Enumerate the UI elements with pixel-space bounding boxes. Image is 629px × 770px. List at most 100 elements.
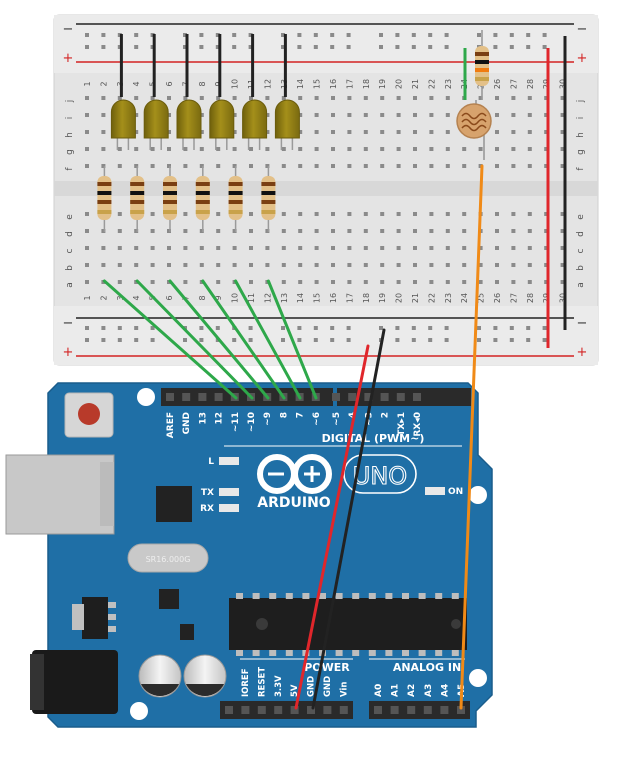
power-header-hole[interactable] <box>339 706 348 714</box>
breadboard-hole[interactable] <box>232 164 237 168</box>
analog-header-hole[interactable] <box>423 706 432 714</box>
breadboard-hole[interactable] <box>527 212 532 216</box>
breadboard-hole[interactable] <box>183 147 188 151</box>
breadboard-hole[interactable] <box>380 113 385 117</box>
breadboard-hole[interactable] <box>183 164 188 168</box>
rail-hole[interactable] <box>215 326 220 330</box>
rail-hole[interactable] <box>232 33 237 37</box>
breadboard-hole[interactable] <box>216 164 221 168</box>
breadboard-hole[interactable] <box>527 229 532 233</box>
breadboard-hole[interactable] <box>511 246 516 250</box>
rail-hole[interactable] <box>85 326 89 330</box>
breadboard-hole[interactable] <box>396 229 401 233</box>
breadboard-hole[interactable] <box>445 113 450 117</box>
breadboard-hole[interactable] <box>380 96 385 100</box>
breadboard-hole[interactable] <box>560 147 565 151</box>
breadboard-hole[interactable] <box>445 212 450 216</box>
breadboard-hole[interactable] <box>478 246 483 250</box>
breadboard-hole[interactable] <box>331 147 335 151</box>
rail-hole[interactable] <box>411 338 416 342</box>
breadboard-hole[interactable] <box>134 164 139 168</box>
reset-button-cap[interactable] <box>78 403 100 425</box>
digital-header-hole[interactable] <box>380 393 389 401</box>
breadboard-hole[interactable] <box>232 229 237 233</box>
breadboard-hole[interactable] <box>199 96 204 100</box>
breadboard-hole[interactable] <box>331 229 335 233</box>
breadboard-hole[interactable] <box>396 113 401 117</box>
breadboard-hole[interactable] <box>429 280 434 284</box>
resistor[interactable] <box>261 176 276 220</box>
rail-hole[interactable] <box>395 338 400 342</box>
rail-hole[interactable] <box>101 45 106 49</box>
green-signal-wire[interactable] <box>201 279 286 400</box>
breadboard-hole[interactable] <box>199 130 204 134</box>
breadboard-hole[interactable] <box>216 263 221 267</box>
breadboard-hole[interactable] <box>232 130 237 134</box>
breadboard-hole[interactable] <box>511 229 516 233</box>
breadboard-hole[interactable] <box>413 96 417 100</box>
breadboard-hole[interactable] <box>511 96 516 100</box>
rail-hole[interactable] <box>444 33 449 37</box>
breadboard-hole[interactable] <box>117 229 122 233</box>
power-header-hole[interactable] <box>225 706 233 714</box>
breadboard-hole[interactable] <box>216 280 221 284</box>
breadboard-hole[interactable] <box>413 164 417 168</box>
breadboard-hole[interactable] <box>281 263 286 267</box>
rail-hole[interactable] <box>428 326 433 330</box>
green-signal-wire[interactable] <box>266 279 318 400</box>
breadboard-hole[interactable] <box>167 130 171 134</box>
breadboard-hole[interactable] <box>249 246 253 250</box>
breadboard-hole[interactable] <box>495 229 499 233</box>
rail-hole[interactable] <box>297 33 302 37</box>
rail-hole[interactable] <box>281 45 285 49</box>
breadboard-hole[interactable] <box>298 246 303 250</box>
breadboard-hole[interactable] <box>363 229 368 233</box>
breadboard-hole[interactable] <box>445 246 450 250</box>
breadboard-hole[interactable] <box>101 147 106 151</box>
breadboard-hole[interactable] <box>527 147 532 151</box>
breadboard-hole[interactable] <box>396 263 401 267</box>
breadboard-hole[interactable] <box>134 147 139 151</box>
breadboard-hole[interactable] <box>413 212 417 216</box>
breadboard-hole[interactable] <box>347 113 352 117</box>
analog-header-hole[interactable] <box>457 706 465 714</box>
rail-hole[interactable] <box>150 326 155 330</box>
wire-5v-red[interactable] <box>294 344 370 710</box>
breadboard-hole[interactable] <box>560 113 565 117</box>
rail-hole[interactable] <box>411 326 416 330</box>
rail-hole[interactable] <box>85 338 89 342</box>
rail-hole[interactable] <box>411 45 416 49</box>
breadboard-hole[interactable] <box>511 147 516 151</box>
breadboard-hole[interactable] <box>380 229 385 233</box>
breadboard-hole[interactable] <box>429 263 434 267</box>
breadboard-hole[interactable] <box>298 113 303 117</box>
wire-a5-orange[interactable] <box>459 164 484 710</box>
rail-hole[interactable] <box>428 45 433 49</box>
breadboard-hole[interactable] <box>281 212 286 216</box>
breadboard-hole[interactable] <box>281 280 286 284</box>
breadboard-hole[interactable] <box>380 280 385 284</box>
breadboard-hole[interactable] <box>429 164 434 168</box>
photoresistor[interactable] <box>456 100 492 160</box>
breadboard-hole[interactable] <box>544 147 549 151</box>
breadboard-hole[interactable] <box>150 280 155 284</box>
breadboard-hole[interactable] <box>495 164 499 168</box>
breadboard-hole[interactable] <box>380 263 385 267</box>
breadboard-hole[interactable] <box>85 147 89 151</box>
breadboard-hole[interactable] <box>117 147 122 151</box>
breadboard-hole[interactable] <box>199 229 204 233</box>
breadboard-hole[interactable] <box>347 96 352 100</box>
rail-hole[interactable] <box>248 338 253 342</box>
breadboard-hole[interactable] <box>216 246 221 250</box>
breadboard-hole[interactable] <box>478 147 483 151</box>
breadboard-hole[interactable] <box>167 246 171 250</box>
breadboard-hole[interactable] <box>347 212 352 216</box>
breadboard-hole[interactable] <box>249 96 253 100</box>
breadboard-hole[interactable] <box>560 229 565 233</box>
breadboard-hole[interactable] <box>167 229 171 233</box>
breadboard-hole[interactable] <box>134 96 139 100</box>
breadboard-hole[interactable] <box>478 96 483 100</box>
breadboard-hole[interactable] <box>347 246 352 250</box>
rail-hole[interactable] <box>117 338 122 342</box>
breadboard-hole[interactable] <box>134 113 139 117</box>
